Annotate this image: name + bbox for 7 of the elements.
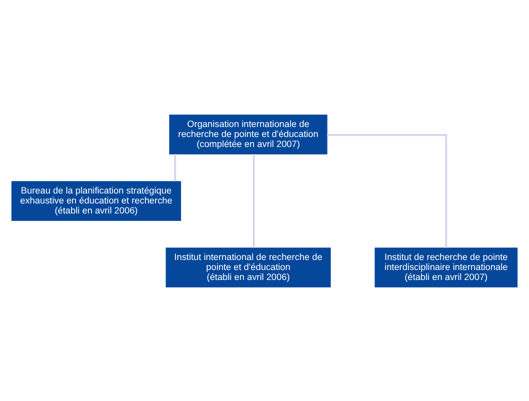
node-box: Bureau de la planification stratégique exhaustive en éducation et recherche (établi en avril 2006) [11,180,182,220]
connector [252,154,255,248]
node-box: Institut international de recherche de pointe et d'éducation (établi en avril 2006) [166,247,331,287]
node-box: Institut de recherche de pointe interdisciplinaire internationale (établi en avril 2007) [374,247,518,287]
connector [327,133,448,248]
connector [174,154,176,181]
node-box: Organisation internationale de recherche de pointe et d'éducation (complétée en avril 2007) [169,114,328,154]
